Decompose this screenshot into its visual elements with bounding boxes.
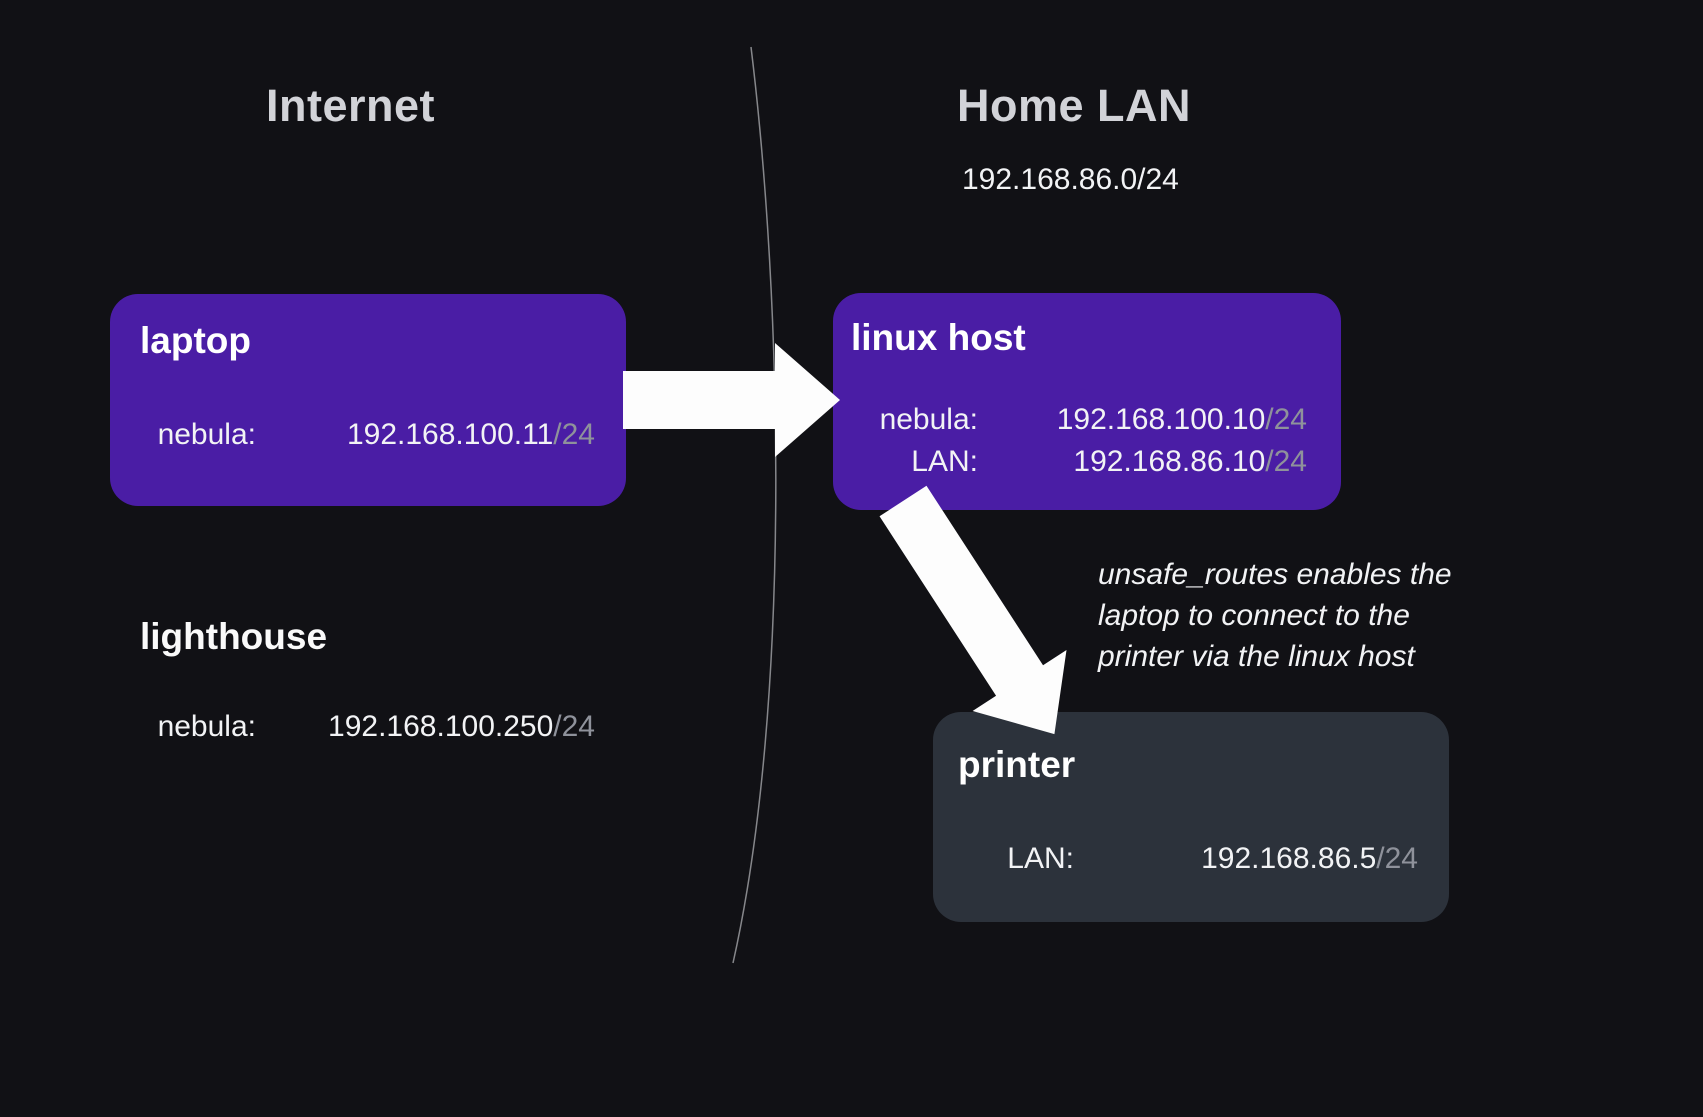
cidr-suffix: /24 [1376,842,1418,875]
ip-address: 192.168.86.5 [1201,842,1377,875]
ip-value: 192.168.100.11/24 [347,418,595,452]
network-boundary-divider-line [732,46,777,964]
ip-value: 192.168.86.10/24 [1073,445,1307,479]
linux-host-lan-row: LAN: 192.168.86.10/24 [860,445,1307,479]
lighthouse-node-title: lighthouse [140,616,328,657]
printer-node-title: printer [958,744,1076,785]
home-lan-section-title: Home LAN [957,80,1192,131]
arrow-right-icon [623,343,840,457]
interface-label: nebula: [157,418,256,451]
cidr-suffix: /24 [553,418,595,451]
unsafe-routes-annotation: unsafe_routes enables the laptop to conn… [1098,554,1452,677]
cidr-suffix: /24 [1265,403,1307,436]
linux-host-nebula-row: nebula: 192.168.100.10/24 [860,403,1307,437]
interface-label: LAN: [1007,842,1074,875]
ip-value: 192.168.86.5/24 [1201,842,1418,876]
ip-address: 192.168.100.11 [346,418,554,451]
laptop-node-title: laptop [140,320,251,361]
cidr-suffix: /24 [1265,445,1307,478]
ip-address: 192.168.100.250 [328,710,554,743]
interface-label: LAN: [911,445,978,478]
interface-label: nebula: [157,710,256,743]
laptop-node: laptop nebula: 192.168.100.11/24 [110,294,626,506]
ip-address: 192.168.100.10 [1056,403,1266,436]
printer-lan-row: LAN: 192.168.86.5/24 [956,842,1418,876]
annotation-line: unsafe_routes enables the [1098,558,1452,591]
annotation-line: laptop to connect to the [1098,599,1410,632]
ip-address: 192.168.86.10 [1073,445,1266,478]
internet-section-title: Internet [266,80,436,131]
annotation-line: printer via the linux host [1098,640,1415,673]
linux-host-node: linux host nebula: 192.168.100.10/24 LAN… [833,293,1341,510]
cidr-suffix: /24 [553,710,595,743]
ip-value: 192.168.100.250/24 [328,710,595,744]
home-lan-subnet: 192.168.86.0/24 [962,163,1179,196]
linux-host-node-title: linux host [851,317,1026,358]
ip-value: 192.168.100.10/24 [1057,403,1307,437]
interface-label: nebula: [879,403,978,436]
printer-node: printer LAN: 192.168.86.5/24 [933,712,1449,922]
laptop-nebula-row: nebula: 192.168.100.11/24 [138,418,595,452]
lighthouse-nebula-row: nebula: 192.168.100.250/24 [138,710,595,744]
